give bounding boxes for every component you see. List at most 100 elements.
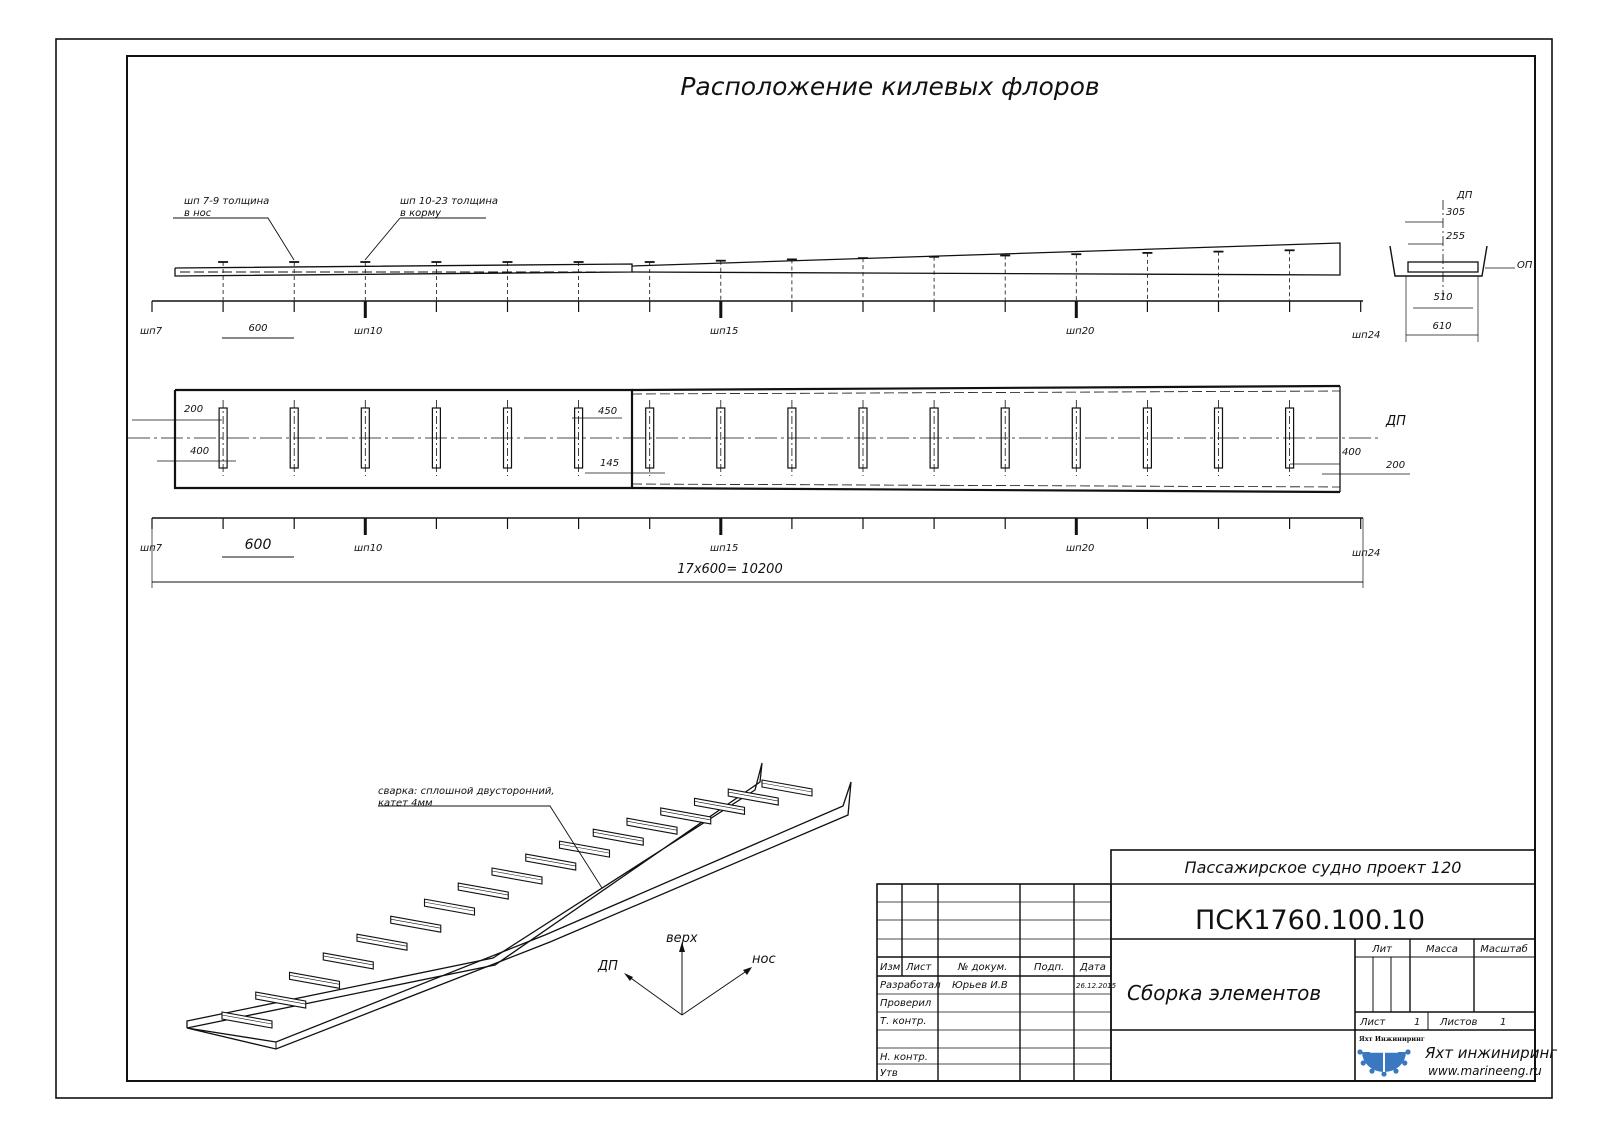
section-op-label: ОП xyxy=(1517,260,1533,271)
iso-floor-flange xyxy=(559,843,610,854)
hdr-izm: Изм xyxy=(880,962,901,973)
logo-gear-tooth xyxy=(1402,1060,1408,1066)
plan-frame-label-10: шп10 xyxy=(354,543,382,554)
title-block: Изм Лист № докум. Подп. Дата Разработал … xyxy=(876,849,1557,1082)
inner-frame xyxy=(126,55,1536,1082)
side-frame-label-15: шп15 xyxy=(710,326,738,337)
section-dp-label: ДП xyxy=(1456,190,1473,201)
iso-floor-plate xyxy=(592,828,644,846)
logo-gear-tooth xyxy=(1405,1049,1411,1055)
iso-floor-plate xyxy=(693,797,746,815)
iso-floor-plate xyxy=(390,915,442,933)
iso-floor-plate xyxy=(761,779,813,797)
iso-floor-flange xyxy=(221,1014,273,1025)
plan-dim-400-left: 400 xyxy=(190,446,209,457)
logo-gear-tooth xyxy=(1381,1071,1387,1077)
hdr-ndoc: № докум. xyxy=(957,962,1007,973)
project-name: Пассажирское судно проект 120 xyxy=(1185,858,1462,877)
plan-view-floors xyxy=(218,400,1295,476)
iso-floor-plate xyxy=(727,788,779,806)
axis-bow-label: нос xyxy=(752,952,776,967)
plan-dim-145: 145 xyxy=(600,458,619,469)
iso-floor-flange xyxy=(255,994,306,1005)
iso-floor-flange xyxy=(761,782,813,793)
iso-floor-plate xyxy=(356,933,408,951)
plan-view-frame-ticks xyxy=(151,518,1362,535)
hdr-list: Лист xyxy=(905,962,933,973)
row-t-control: Т. контр. xyxy=(880,1016,927,1027)
side-dim-spacing: 600 xyxy=(248,323,267,334)
section-dim-305: 305 xyxy=(1446,207,1465,218)
plan-dp-label: ДП xyxy=(1385,414,1406,429)
note-frames-7-9-line2: в нос xyxy=(184,208,212,219)
hdr-data: Дата xyxy=(1079,962,1106,973)
company-website: www.marineeng.ru xyxy=(1428,1064,1542,1078)
sheet-label: Лист xyxy=(1359,1017,1387,1028)
note-frames-7-9-line1: шп 7-9 толщина xyxy=(184,196,269,207)
sheets-value: 1 xyxy=(1500,1017,1506,1028)
company-name: Яхт инжиниринг xyxy=(1424,1044,1557,1062)
side-frame-label-24: шп24 xyxy=(1352,330,1380,341)
side-frame-label-7: шп7 xyxy=(140,326,163,337)
note-frames-10-23-line1: шп 10-23 толщина xyxy=(400,196,498,207)
side-view-frame-ticks xyxy=(151,301,1362,318)
isometric-floors xyxy=(221,779,813,1029)
plan-dim-spacing: 600 xyxy=(245,537,272,553)
iso-floor-plate xyxy=(525,853,577,871)
company-logo-icon xyxy=(1357,1040,1411,1077)
plan-dim-200-right: 200 xyxy=(1386,460,1405,471)
iso-floor-flange xyxy=(728,791,779,802)
plan-frame-label-24: шп24 xyxy=(1352,548,1380,559)
iso-floor-flange xyxy=(289,974,340,985)
axis-dp-label: ДП xyxy=(597,959,618,974)
plan-dim-200-left: 200 xyxy=(184,404,203,415)
isometric-view: сварка: сплошной двусторонний, катет 4мм… xyxy=(186,762,852,1050)
iso-floor-flange xyxy=(356,936,408,947)
document-name: Сборка элементов xyxy=(1127,981,1321,1005)
iso-floor-plate xyxy=(491,867,543,885)
iso-floor-plate xyxy=(423,898,476,916)
iso-floor-flange xyxy=(626,820,678,831)
section-dim-255: 255 xyxy=(1446,231,1465,242)
developer-name: Юрьев И.В xyxy=(952,980,1008,991)
weld-note-line2: катет 4мм xyxy=(378,798,433,809)
lit-header: Лит xyxy=(1371,944,1393,955)
plan-dim-450: 450 xyxy=(598,406,617,417)
iso-floor-flange xyxy=(323,955,374,966)
iso-floor-plate xyxy=(255,991,307,1009)
note-frames-10-23-line2: в корму xyxy=(400,208,442,219)
drawing-title: Расположение килевых флоров xyxy=(680,72,1099,101)
row-developed: Разработал xyxy=(880,979,941,991)
plan-frame-label-15: шп15 xyxy=(710,543,738,554)
side-frame-label-20: шп20 xyxy=(1066,326,1094,337)
section-dim-610: 610 xyxy=(1432,321,1451,332)
sheet-value: 1 xyxy=(1414,1017,1420,1028)
iso-floor-flange xyxy=(525,856,576,867)
scale-header: Масштаб xyxy=(1480,943,1528,955)
section-dim-510: 510 xyxy=(1433,292,1452,303)
plan-total-dimension: 17х600= 10200 xyxy=(677,562,782,577)
outer-border xyxy=(55,38,1553,1099)
iso-floor-plate xyxy=(660,807,712,825)
plan-dim-400-right: 400 xyxy=(1342,447,1361,458)
iso-floor-flange xyxy=(694,800,745,811)
section-view: ДП ОП 305 255 510 610 xyxy=(1389,190,1533,342)
iso-floor-plate xyxy=(626,817,678,835)
iso-floor-flange xyxy=(660,810,711,821)
plan-view: 200 400 450 145 400 200 ДП 600 шп7 шп10 … xyxy=(128,384,1410,588)
row-checked: Проверил xyxy=(880,998,932,1009)
iso-floor-plate xyxy=(457,882,509,900)
hdr-podp: Подп. xyxy=(1034,962,1064,973)
iso-floor-plate xyxy=(558,840,611,858)
document-code: ПСК1760.100.10 xyxy=(1195,905,1425,936)
side-view-floors xyxy=(218,249,1295,300)
iso-floor-plate xyxy=(221,1011,273,1029)
plan-frame-label-20: шп20 xyxy=(1066,543,1094,554)
developed-date: 26.12.2015 xyxy=(1076,982,1117,990)
logo-caption: Яхт Инжиниринг xyxy=(1359,1035,1425,1043)
row-approved: Утв xyxy=(880,1068,898,1079)
row-n-control: Н. контр. xyxy=(880,1052,928,1063)
mass-header: Масса xyxy=(1426,944,1458,955)
iso-floor-plate xyxy=(322,952,374,970)
